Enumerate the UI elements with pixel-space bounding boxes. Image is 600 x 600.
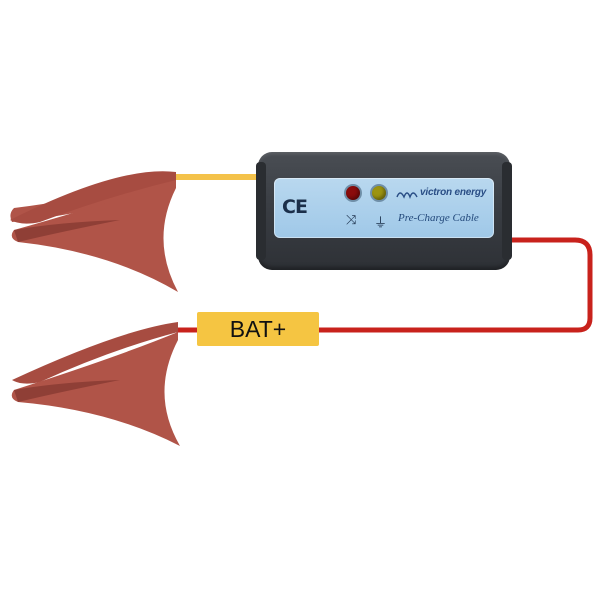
lower-clamp-icon: [11, 322, 180, 446]
shuffle-icon: ⤨: [346, 212, 357, 227]
pre-charge-module: CE ⤨ ⏚ victron energy Pre-Charge Cable: [256, 152, 512, 270]
plug-icon: ⏚: [374, 215, 388, 230]
module-label-panel: CE ⤨ ⏚ victron energy Pre-Charge Cable: [274, 178, 494, 238]
bat-plus-tag: BAT+: [197, 312, 319, 346]
brand-name: victron energy: [420, 187, 487, 198]
module-cap-right: [502, 162, 512, 260]
red-led-icon: [346, 186, 360, 200]
upper-clamp-icon: [10, 171, 178, 292]
victron-logo-icon: [396, 192, 418, 199]
positive-wire: [172, 237, 593, 333]
product-name: Pre-Charge Cable: [398, 212, 479, 224]
ce-mark-icon: CE: [282, 196, 308, 218]
module-cap-left: [256, 162, 266, 260]
yellow-led-icon: [372, 186, 386, 200]
